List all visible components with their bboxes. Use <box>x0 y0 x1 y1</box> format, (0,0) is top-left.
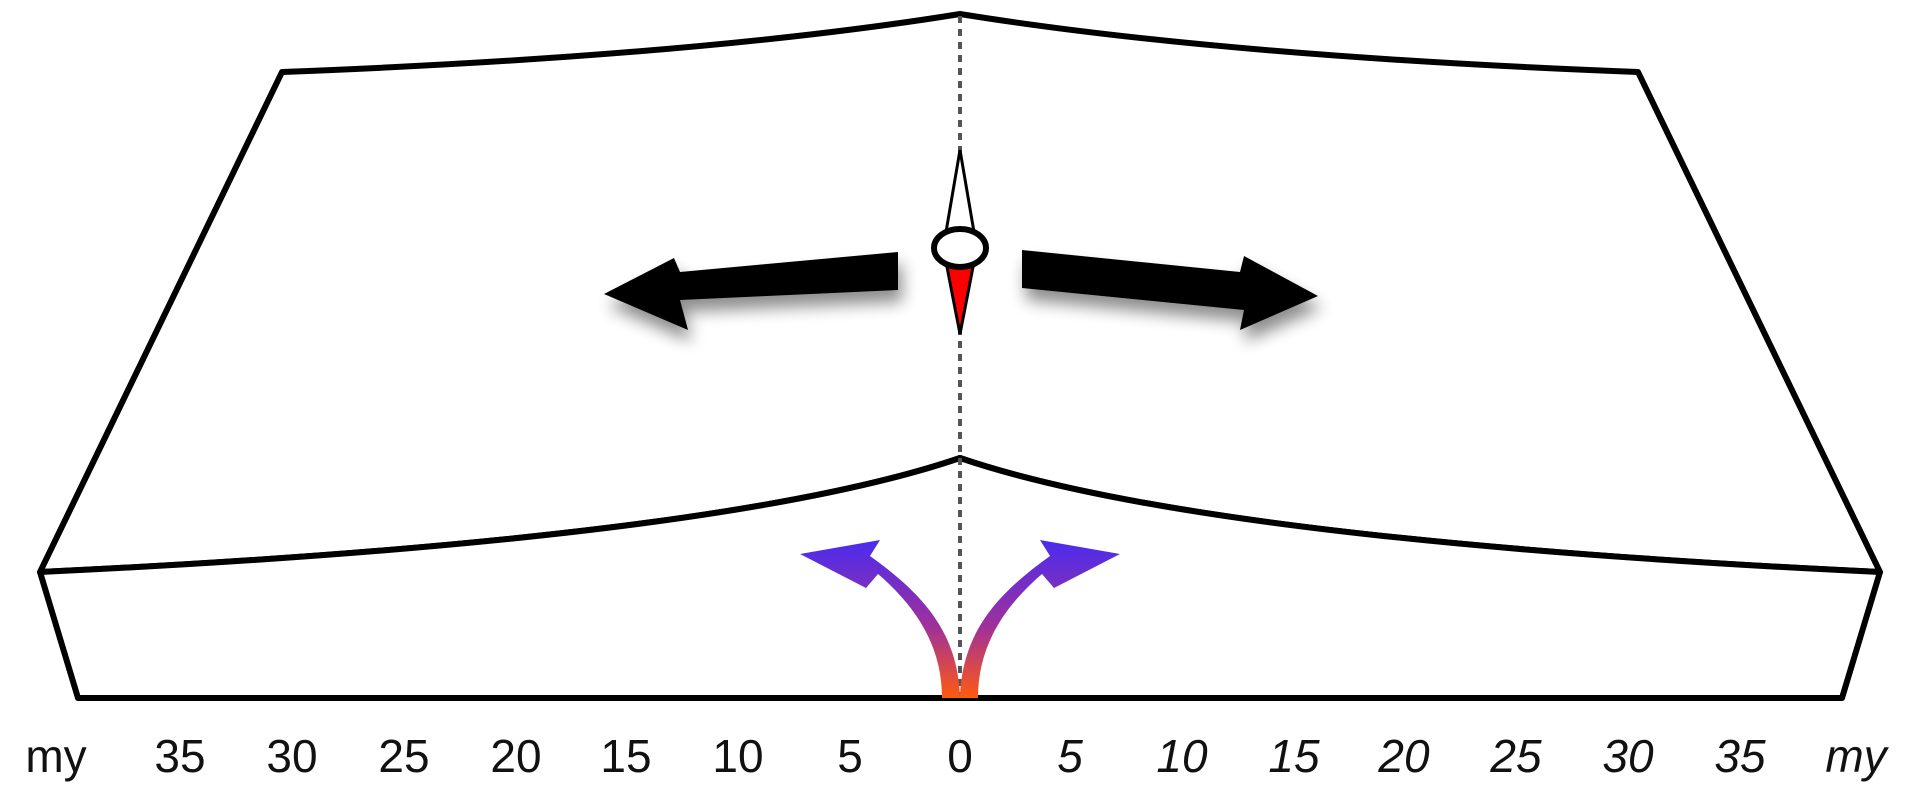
right-tick-label: 25 <box>1489 730 1542 782</box>
left-tick-label: 25 <box>378 730 429 782</box>
right-tick-label: 30 <box>1602 730 1654 782</box>
right-tick-label: 5 <box>1057 730 1083 782</box>
left-tick-label: 35 <box>154 730 205 782</box>
magma-upwelling-icon <box>800 540 1120 698</box>
center-tick-label: 0 <box>947 730 973 782</box>
age-axis: my 35 30 25 20 15 10 5 0 5 10 15 20 25 3… <box>25 730 1889 782</box>
left-tick-label: 30 <box>266 730 317 782</box>
right-tick-label: 20 <box>1377 730 1430 782</box>
right-tick-label: 15 <box>1268 730 1320 782</box>
left-tick-label: 5 <box>837 730 863 782</box>
compass-needle-icon <box>931 149 989 335</box>
left-tick-label: 10 <box>712 730 763 782</box>
right-tick-label: 35 <box>1714 730 1766 782</box>
arrow-left-icon <box>604 252 898 330</box>
left-tick-label: 15 <box>600 730 651 782</box>
right-unit-label: my <box>1825 730 1889 782</box>
arrow-right-icon <box>1022 250 1318 330</box>
left-unit-label: my <box>25 730 86 782</box>
left-tick-label: 20 <box>490 730 541 782</box>
right-tick-label: 10 <box>1156 730 1208 782</box>
